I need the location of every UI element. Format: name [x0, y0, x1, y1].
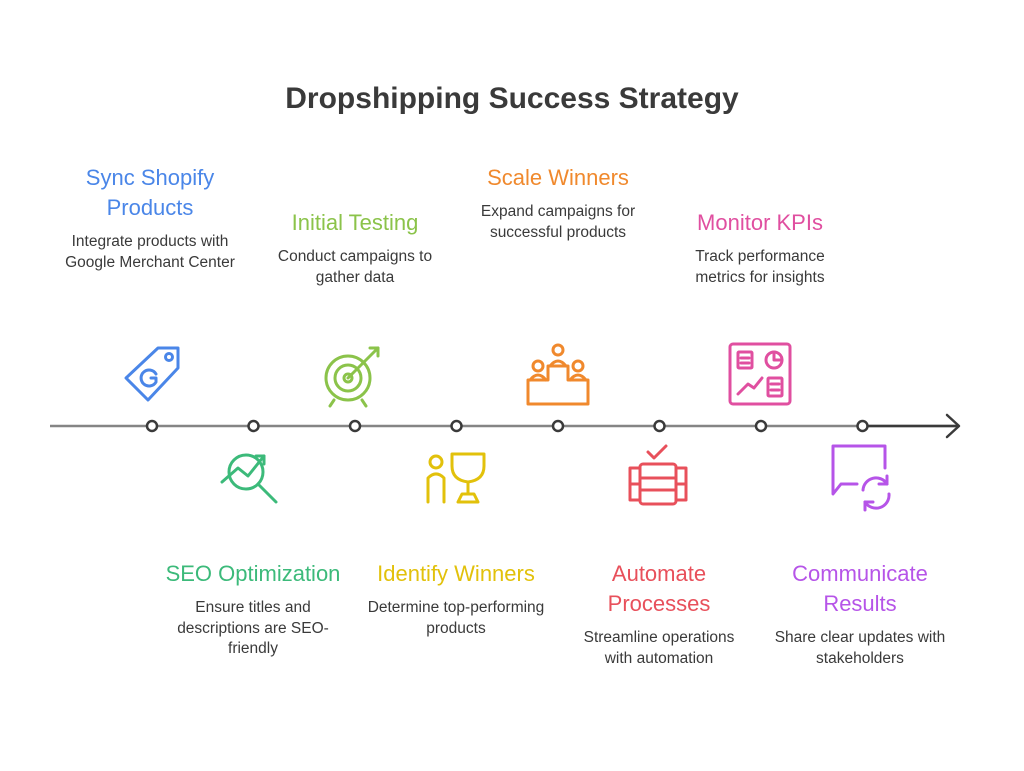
step-title: Scale Winners [487, 165, 629, 190]
timeline-marker [247, 419, 260, 433]
step-automate-processes: Automate Processes Streamline operations… [569, 559, 749, 669]
step-description: Share clear updates with stakeholders [774, 629, 946, 667]
timeline-marker [348, 419, 362, 433]
step-title: Identify Winners [377, 561, 535, 586]
step-initial-testing: Initial Testing Conduct campaigns to gat… [265, 208, 445, 288]
step-description: Integrate products with Google Merchant … [65, 233, 235, 271]
step-sync-shopify: Sync Shopify Products Integrate products… [60, 163, 240, 273]
timeline-arrowhead [945, 413, 961, 439]
step-title: Monitor KPIs [697, 210, 823, 235]
step-title: Initial Testing [291, 210, 419, 235]
timeline-marker [145, 419, 159, 433]
page-title: Dropshipping Success Strategy [285, 82, 739, 115]
seo-magnifier-icon [220, 444, 288, 512]
step-title: Sync Shopify Products [85, 165, 215, 220]
step-scale-winners: Scale Winners Expand campaigns for succe… [468, 163, 648, 243]
step-seo-optimization: SEO Optimization Ensure titles and descr… [163, 559, 343, 660]
step-title: SEO Optimization [165, 561, 341, 586]
timeline-marker [450, 419, 463, 433]
step-identify-winners: Identify Winners Determine top-performin… [366, 559, 546, 639]
timeline-marker [653, 419, 666, 433]
podium-icon [524, 340, 592, 408]
step-description: Streamline operations with automation [583, 629, 735, 667]
automation-icon [624, 444, 692, 512]
chat-refresh-icon [827, 444, 895, 512]
step-description: Ensure titles and descriptions are SEO-f… [177, 599, 329, 657]
step-communicate-results: Communicate Results Share clear updates … [770, 559, 950, 669]
step-description: Track performance metrics for insights [695, 248, 825, 286]
step-monitor-kpis: Monitor KPIs Track performance metrics f… [670, 208, 850, 288]
step-title: Automate Processes [607, 561, 711, 616]
trophy-icon [422, 444, 490, 512]
step-description: Determine top-performing products [367, 599, 545, 637]
step-description: Expand campaigns for successful products [480, 203, 636, 241]
step-description: Conduct campaigns to gather data [277, 248, 433, 286]
timeline-marker [856, 419, 869, 433]
step-title: Communicate Results [792, 561, 928, 616]
target-icon [320, 340, 388, 408]
shopify-tag-icon [118, 340, 186, 408]
timeline-marker [551, 419, 565, 433]
kpi-dashboard-icon [726, 340, 794, 408]
timeline-marker [754, 419, 768, 433]
